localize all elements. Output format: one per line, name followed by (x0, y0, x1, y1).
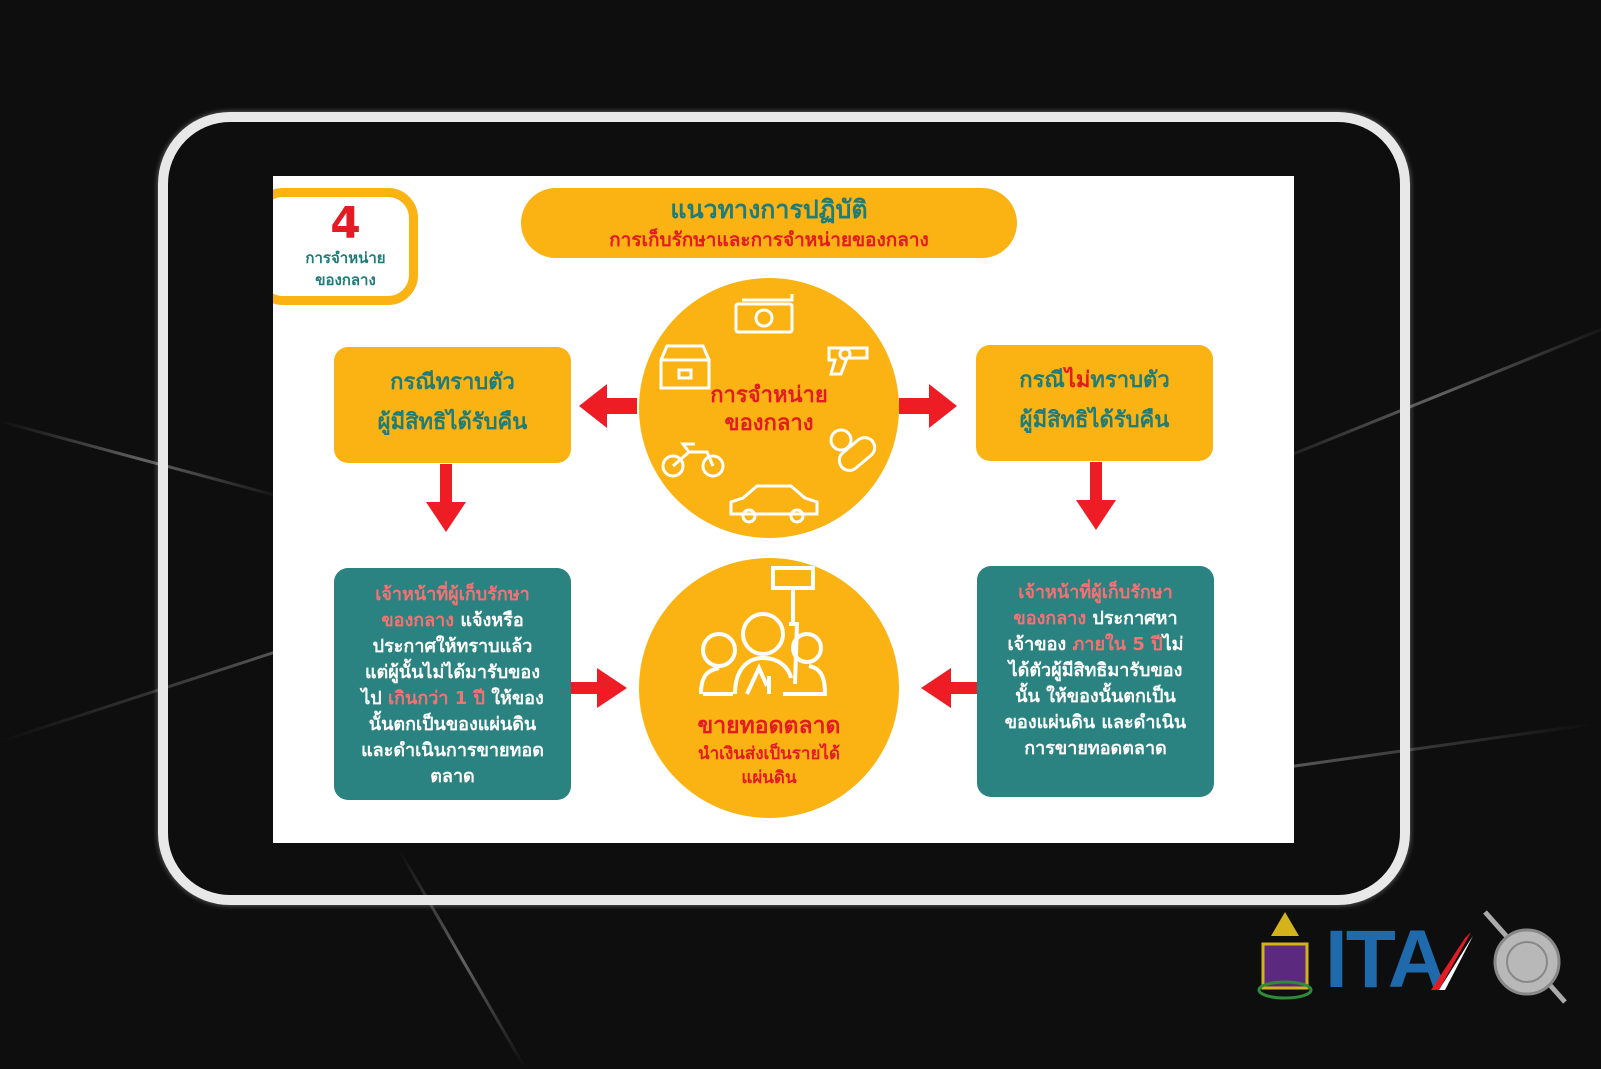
detail-text: แจ้งหรือ (454, 610, 524, 631)
badge-label: ของกลาง (315, 271, 376, 289)
money-icon (734, 294, 794, 334)
detail-text: ได้ตัวผู้มีสิทธิมารับของ (1008, 660, 1183, 681)
pills-icon (829, 428, 877, 472)
treasure-chest-icon (659, 344, 711, 390)
detail-text: แต่ผู้นั้นไม่ได้มารับของ (364, 662, 541, 683)
detail-highlight: เกินกว่า 1 ปี (387, 688, 485, 709)
seal-emblem-icon (1483, 910, 1567, 1004)
detail-highlight: ของกลาง (381, 610, 455, 631)
detail-text: นั้นตกเป็นของแผ่นดิน (368, 714, 537, 735)
arrow-left-icon (579, 384, 637, 428)
arrow-down-icon (1076, 462, 1116, 530)
arrow-right-icon (571, 668, 627, 708)
known-owner-detail: เจ้าหน้าที่ผู้เก็บรักษา ของกลาง แจ้งหรือ… (334, 568, 571, 800)
detail-text: เจ้าของ (1007, 634, 1073, 655)
infographic-panel: 4 การจำหน่าย ของกลาง แนวทางการปฏิบัติ กา… (273, 176, 1294, 843)
badge-label: การจำหน่าย (305, 249, 386, 267)
case-label: ผู้มีสิทธิได้รับคืน (1019, 408, 1170, 433)
detail-text: การขายทอดตลาด (1024, 738, 1167, 759)
flow-arrows (426, 384, 1116, 708)
known-owner-case: กรณีทราบตัว ผู้มีสิทธิได้รับคืน (334, 347, 571, 463)
auction-sublabel: แผ่นดิน (741, 768, 797, 788)
unknown-owner-case: กรณีไม่ทราบตัว ผู้มีสิทธิได้รับคืน (976, 345, 1213, 461)
title-sub: การเก็บรักษาและการจำหน่ายของกลาง (609, 229, 929, 251)
logo-bar: ITA (1255, 910, 1601, 1010)
title-main: แนวทางการปฏิบัติ (670, 195, 868, 224)
detail-text: ของแผ่นดิน และดำเนิน (1004, 712, 1187, 733)
disposal-label: ของกลาง (724, 411, 814, 436)
car-icon (729, 484, 819, 524)
auction-circle: ขายทอดตลาด นำเงินส่งเป็นรายได้ แผ่นดิน (639, 558, 899, 818)
ita-logo: ITA (1325, 914, 1447, 1005)
display-frame (158, 112, 1410, 905)
detail-text: ให้ของ (484, 688, 544, 709)
arrow-down-icon (426, 464, 466, 532)
gun-icon (827, 346, 869, 376)
detail-text: ไป (361, 688, 388, 709)
detail-text: และดำเนินการขายทอด (361, 740, 544, 761)
case-label: กรณี (1019, 368, 1065, 393)
case-label: กรณีทราบตัว (390, 370, 515, 395)
arrow-right-icon (899, 384, 957, 428)
auction-sublabel: นำเงินส่งเป็นรายได้ (697, 744, 841, 764)
detail-text: ประกาศให้ทราบแล้ว (372, 636, 533, 657)
detail-text: นั้น ให้ของนั้นตกเป็น (1015, 686, 1176, 707)
detail-text: ประกาศหา (1086, 608, 1178, 629)
disposal-label: การจำหน่าย (710, 383, 828, 408)
case-label: ผู้มีสิทธิได้รับคืน (377, 410, 528, 435)
detail-text: ไม่ (1162, 634, 1184, 655)
detail-highlight: เจ้าหน้าที่ผู้เก็บรักษา (1018, 582, 1173, 603)
case-label-highlight: ไม่ (1064, 368, 1091, 393)
unknown-owner-detail: เจ้าหน้าที่ผู้เก็บรักษา ของกลาง ประกาศหา… (977, 566, 1214, 797)
motorcycle-icon (661, 442, 725, 478)
title-banner: แนวทางการปฏิบัติ การเก็บรักษาและการจำหน่… (521, 188, 1017, 258)
disposal-circle: การจำหน่าย ของกลาง (639, 278, 899, 538)
department-emblem-icon (1257, 912, 1313, 1000)
arrow-left-icon (921, 668, 977, 708)
detail-text: ตลาด (430, 766, 475, 787)
flag-check-icon (1431, 932, 1473, 990)
case-label: ทราบตัว (1090, 368, 1170, 393)
auction-people-icon (699, 566, 828, 696)
auction-label: ขายทอดตลาด (697, 713, 841, 739)
section-badge: 4 การจำหน่าย ของกลาง (273, 188, 418, 305)
detail-highlight: ภายใน 5 ปี (1072, 634, 1163, 655)
badge-number: 4 (330, 198, 361, 249)
detail-highlight: ของกลาง (1013, 608, 1087, 629)
detail-highlight: เจ้าหน้าที่ผู้เก็บรักษา (375, 584, 530, 605)
